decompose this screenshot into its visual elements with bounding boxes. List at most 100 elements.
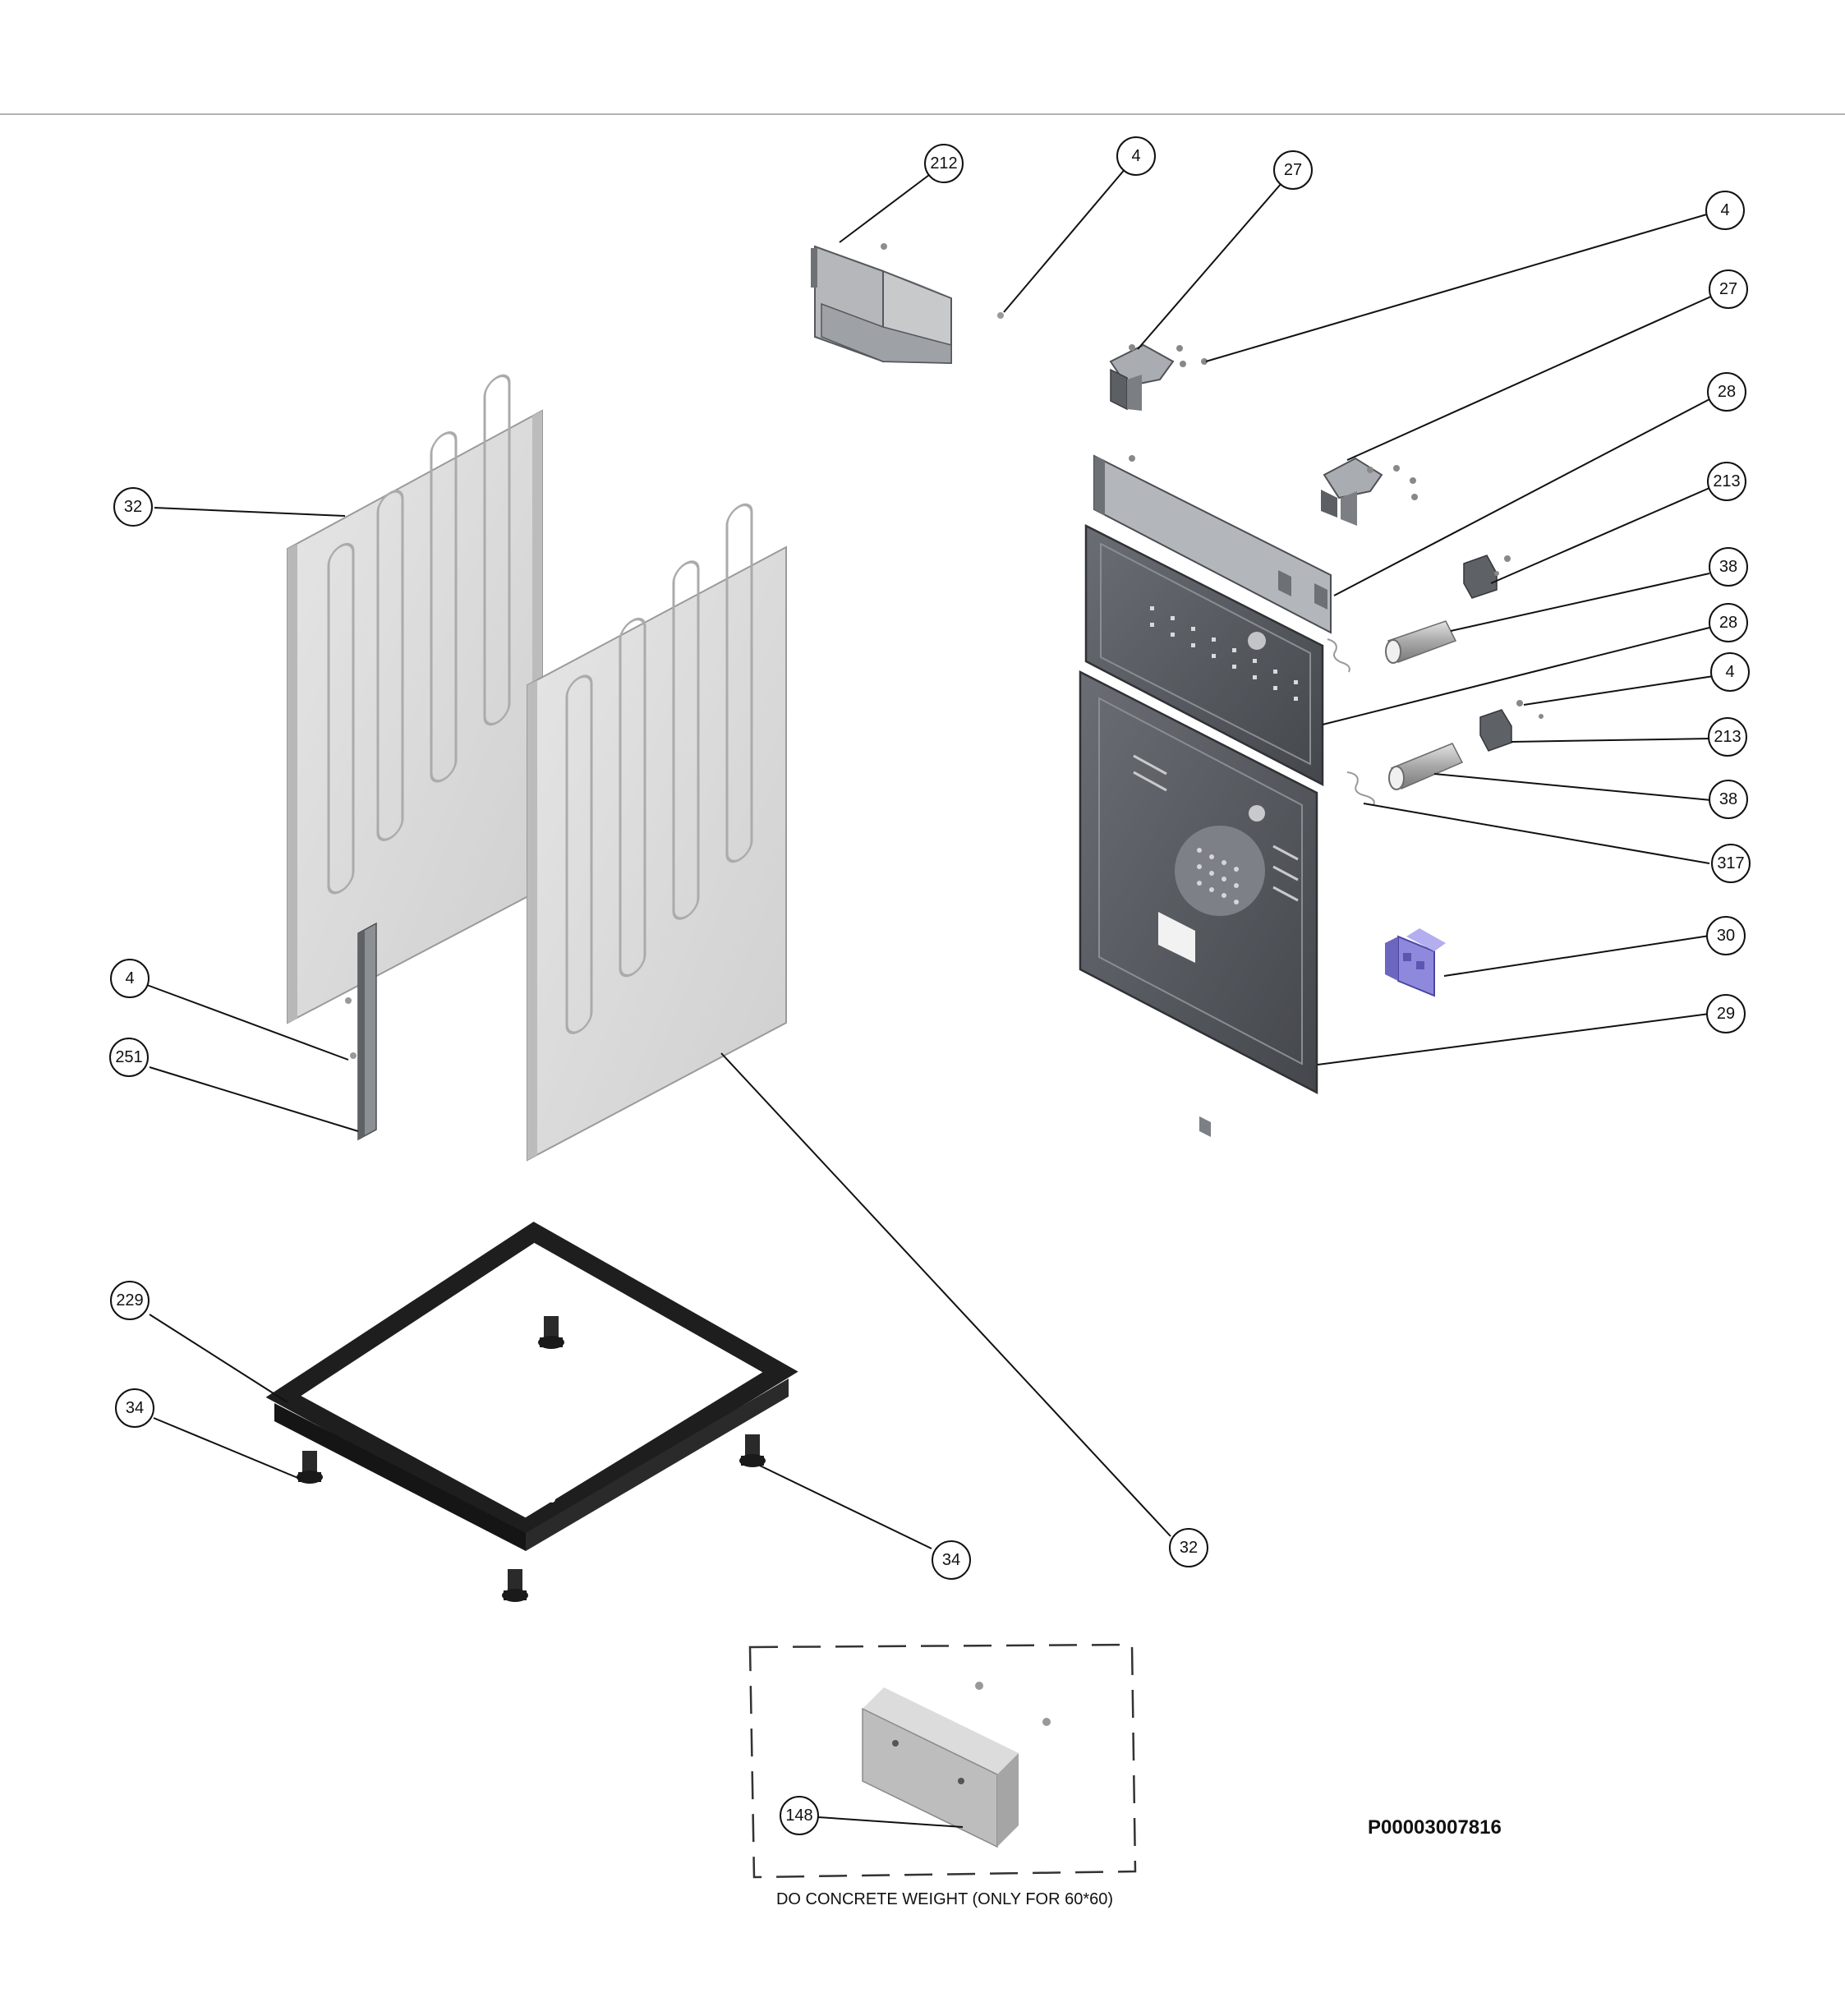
leader-212 <box>839 174 930 243</box>
callout-label: 213 <box>1714 728 1741 746</box>
callout-label: 38 <box>1719 790 1737 808</box>
callout-label: 317 <box>1717 854 1744 872</box>
leader-4c <box>1523 675 1714 706</box>
leader-27b <box>1346 295 1714 461</box>
callout-27: 27 <box>1273 150 1313 190</box>
callout-34: 34 <box>932 1540 971 1580</box>
callout-38: 38 <box>1709 780 1748 819</box>
callout-label: 4 <box>1725 663 1734 681</box>
leader-27a <box>1137 182 1282 350</box>
leader-32b <box>720 1052 1171 1537</box>
callout-label: 32 <box>124 498 142 516</box>
callout-label: 251 <box>115 1048 142 1066</box>
callout-29: 29 <box>1706 994 1746 1033</box>
callout-label: 4 <box>125 969 134 987</box>
callout-label: 32 <box>1180 1539 1198 1557</box>
leader-229 <box>149 1314 288 1403</box>
callout-circle <box>1707 372 1746 412</box>
leader-38b <box>1433 773 1712 801</box>
callout-label: 34 <box>942 1551 960 1569</box>
callout-4: 4 <box>1116 136 1156 176</box>
callout-circle <box>110 959 150 998</box>
inset-caption: DO CONCRETE WEIGHT (ONLY FOR 60*60) <box>776 1890 1113 1908</box>
callout-circle <box>1705 191 1745 230</box>
leader-28a <box>1333 398 1710 596</box>
part-30-control-module <box>1385 928 1446 997</box>
part-38-pipe-lower <box>1388 743 1464 790</box>
part-code: P00003007816 <box>1368 1816 1502 1839</box>
callout-label: 38 <box>1719 558 1737 576</box>
callout-28: 28 <box>1707 372 1746 412</box>
callout-circle <box>1707 462 1746 501</box>
callout-label: 229 <box>116 1291 143 1309</box>
callout-label: 148 <box>785 1807 812 1825</box>
callout-4: 4 <box>110 959 150 998</box>
part-34-foot-front <box>502 1569 528 1602</box>
callout-label: 27 <box>1719 280 1737 298</box>
callout-circle <box>1706 994 1746 1033</box>
callout-circle <box>1169 1528 1208 1567</box>
screw-4-top <box>997 312 1004 319</box>
callout-circle <box>1711 844 1751 883</box>
part-229-base-frame <box>265 1222 798 1551</box>
callout-circle <box>110 1281 150 1320</box>
callout-label: 30 <box>1717 927 1735 945</box>
callout-circle <box>113 487 153 527</box>
callout-circle <box>1709 780 1748 819</box>
part-251-strip <box>345 922 377 1141</box>
leader-317 <box>1363 803 1710 864</box>
callout-label: 34 <box>126 1399 144 1417</box>
part-32-side-panel-front <box>527 503 787 1162</box>
callout-label: 28 <box>1718 383 1736 401</box>
part-27-bracket-lower <box>1321 457 1418 526</box>
leader-30 <box>1443 935 1710 977</box>
callout-30: 30 <box>1706 916 1746 955</box>
part-212-duct-tray <box>811 243 952 365</box>
callout-148: 148 <box>780 1796 819 1835</box>
callout-213: 213 <box>1708 717 1747 757</box>
callout-circle <box>1710 652 1750 692</box>
leader-28b <box>1322 627 1710 725</box>
leader-148 <box>817 1816 964 1828</box>
part-34-foot-right <box>739 1434 766 1467</box>
callout-circle <box>932 1540 971 1580</box>
part-34-foot-left <box>297 1451 323 1484</box>
part-28-rail <box>1093 454 1332 1138</box>
part-148-concrete-weight <box>862 1687 1019 1848</box>
part-29-lower-cavity-back <box>1079 670 1318 1095</box>
callout-layer: 212 4 27 4 27 28 213 38 28 4 213 38 317 30 29 32 4 251 229… <box>109 136 1751 1835</box>
callout-38: 38 <box>1709 547 1748 587</box>
leader-29 <box>1317 1013 1710 1066</box>
callout-label: 213 <box>1713 472 1740 490</box>
part-27-bracket-upper <box>1109 343 1208 411</box>
leader-213b <box>1511 738 1712 743</box>
callout-27: 27 <box>1709 269 1748 309</box>
callout-circle <box>1709 547 1748 587</box>
callout-label: 27 <box>1284 161 1302 179</box>
part-28-upper-cavity-back <box>1084 523 1324 787</box>
callout-212: 212 <box>924 144 964 183</box>
callout-circle <box>780 1796 819 1835</box>
callout-32: 32 <box>1169 1528 1208 1567</box>
callout-label: 4 <box>1720 201 1729 219</box>
part-317-wire-upper <box>1327 638 1350 673</box>
leader-34a <box>153 1417 301 1480</box>
callout-229: 229 <box>110 1281 150 1320</box>
callout-label: 28 <box>1719 614 1737 632</box>
leader-38a <box>1450 573 1710 632</box>
callout-circle <box>1273 150 1313 190</box>
callout-circle <box>1709 603 1748 642</box>
part-34-foot-back <box>538 1316 564 1349</box>
leader-251 <box>149 1066 359 1132</box>
callout-32: 32 <box>113 487 153 527</box>
leader-34b <box>759 1465 932 1549</box>
leader-32a <box>154 507 346 517</box>
callout-circle <box>924 144 964 183</box>
leader-4d <box>146 984 349 1061</box>
part-213-clip-upper <box>1463 555 1511 599</box>
callout-34: 34 <box>115 1388 154 1428</box>
callout-circle <box>1708 717 1747 757</box>
callout-circle <box>1116 136 1156 176</box>
leader-4b <box>1205 213 1710 362</box>
